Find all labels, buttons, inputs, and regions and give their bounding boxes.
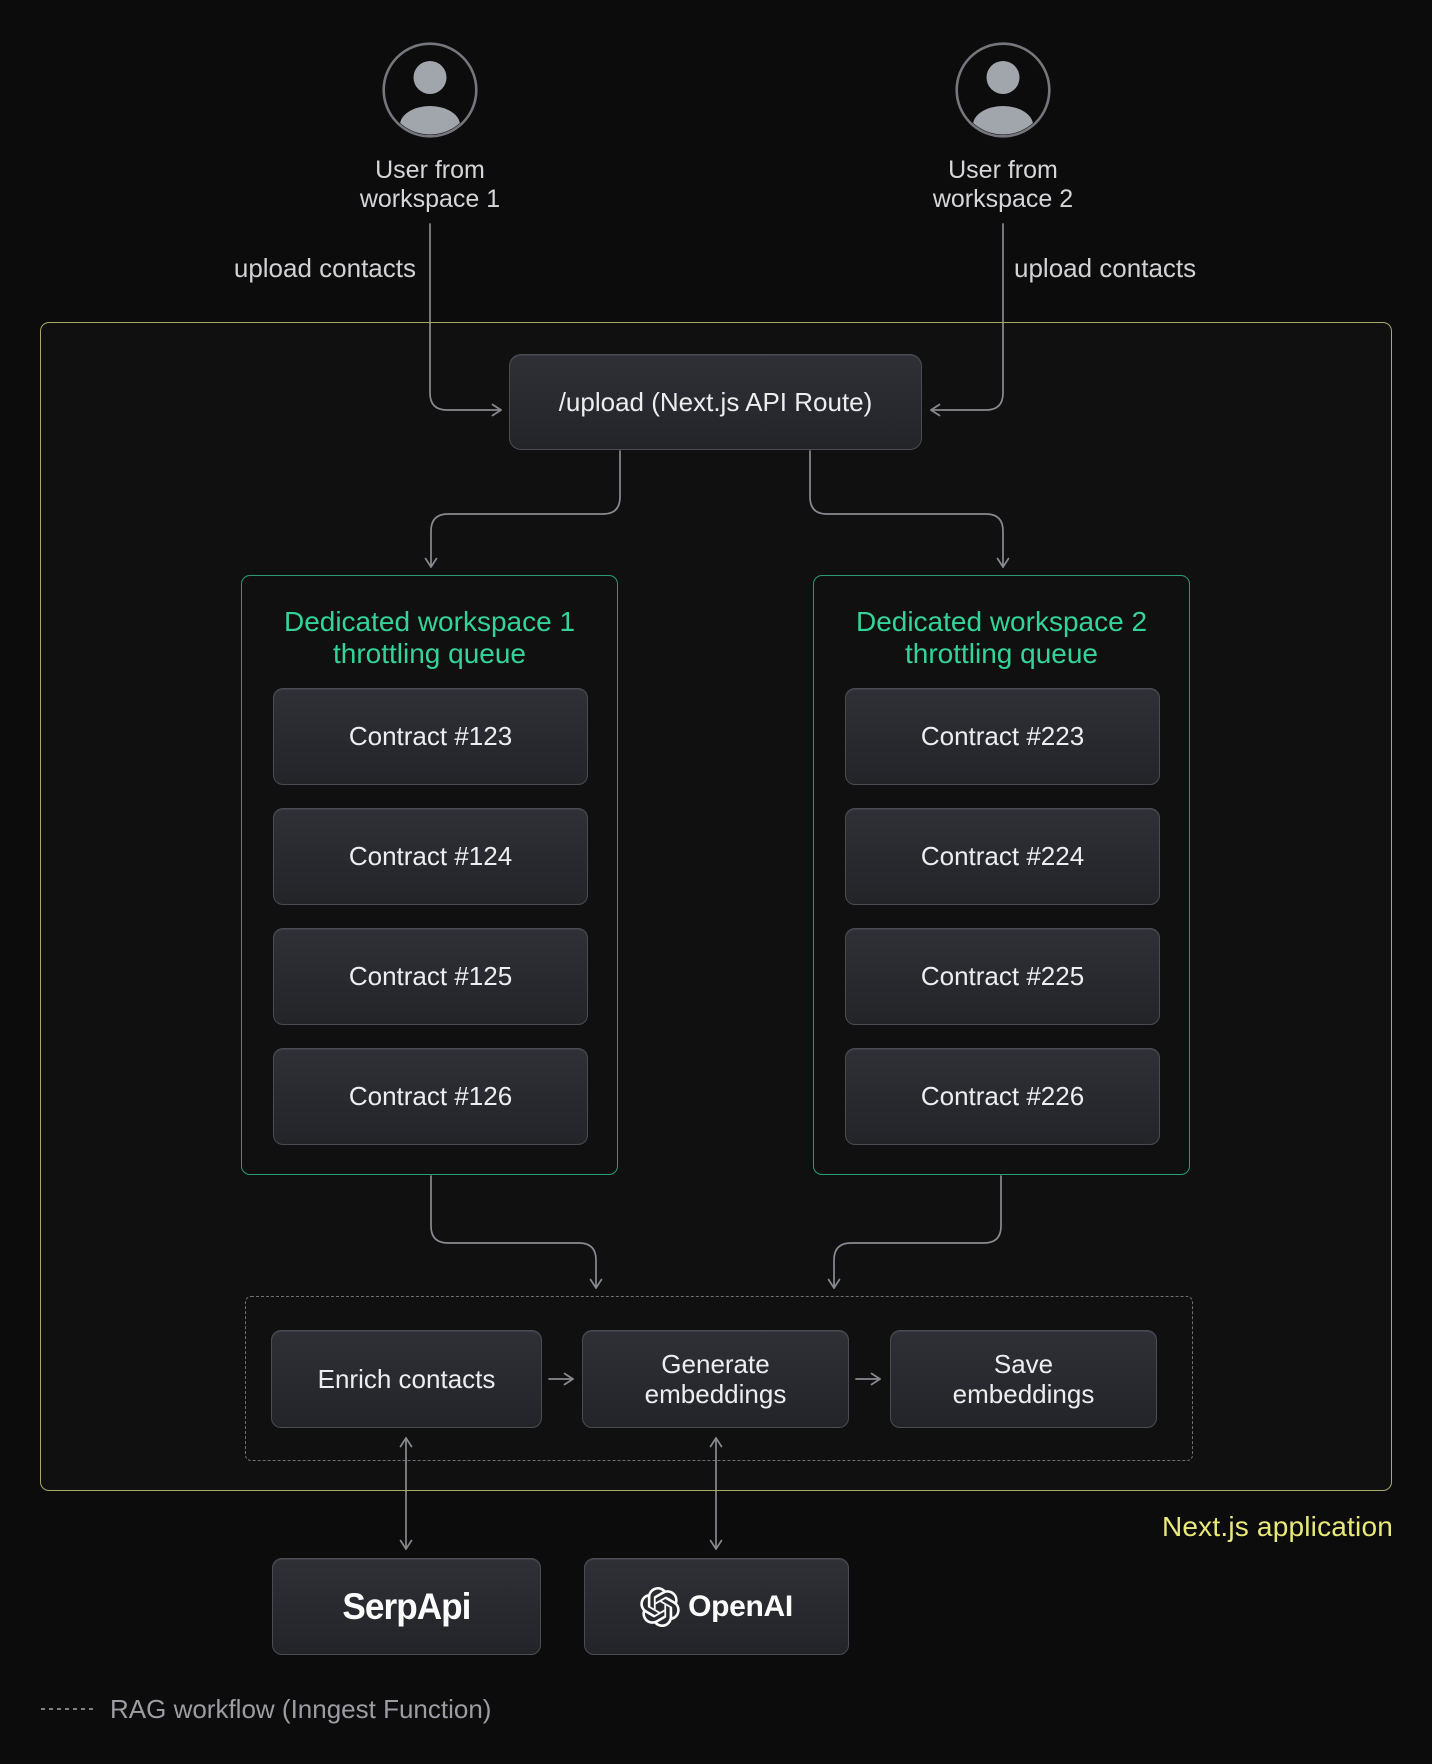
arrow-upload-to-queue2: [809, 450, 1010, 568]
arrow-queue2-to-workflow: [827, 1175, 1002, 1289]
step-enrich-contacts: Enrich contacts: [271, 1330, 542, 1428]
queue-1-item-contract-126: Contract #126: [273, 1048, 588, 1145]
arrow-queue1-to-workflow: [430, 1175, 603, 1289]
queue-2-box: Dedicated workspace 2 throttling queue C…: [813, 575, 1190, 1175]
serpapi-node: SerpApi: [272, 1558, 541, 1655]
queue-2-item-contract-224: Contract #224: [845, 808, 1160, 905]
legend: RAG workflow (Inngest Function): [41, 1694, 491, 1724]
arrow-upload-to-queue1: [424, 450, 621, 568]
edge-label-upload-contacts-1: upload contacts: [233, 253, 416, 283]
upload-api-route-node: /upload (Next.js API Route): [509, 354, 922, 450]
openai-logo-icon: [640, 1586, 680, 1627]
queue-2-title: Dedicated workspace 2 throttling queue: [855, 606, 1148, 669]
queue-2-item-contract-226: Contract #226: [845, 1048, 1160, 1145]
step-generate-embeddings: Generate embeddings: [582, 1330, 849, 1428]
nextjs-application-label: Next.js application: [1161, 1511, 1393, 1542]
legend-label: RAG workflow (Inngest Function): [110, 1694, 492, 1724]
user-2-icon: [955, 42, 1051, 138]
user-1-icon: [382, 42, 478, 138]
openai-logo-group: OpenAI: [640, 1586, 793, 1627]
nextjs-application-container: [40, 322, 1392, 1491]
queue-1-item-contract-123: Contract #123: [273, 688, 588, 785]
user-2-label: User from workspace 2: [932, 156, 1074, 213]
queue-1-item-contract-124: Contract #124: [273, 808, 588, 905]
legend-dashed-line-swatch: [41, 1708, 95, 1710]
user-1-label: User from workspace 1: [359, 156, 501, 213]
serpapi-wordmark: SerpApi: [342, 1585, 471, 1627]
arrow-user2-to-upload: [930, 223, 1004, 417]
openai-node: OpenAI: [584, 1558, 849, 1655]
queue-2-item-contract-225: Contract #225: [845, 928, 1160, 1025]
openai-wordmark: OpenAI: [688, 1589, 793, 1623]
queue-1-title: Dedicated workspace 1 throttling queue: [283, 606, 576, 669]
queue-2-item-contract-223: Contract #223: [845, 688, 1160, 785]
queue-1-item-contract-125: Contract #125: [273, 928, 588, 1025]
arrow-user1-to-upload: [429, 223, 502, 417]
edge-label-upload-contacts-2: upload contacts: [1014, 253, 1197, 283]
rag-workflow-box: [245, 1296, 1193, 1461]
queue-1-box: Dedicated workspace 1 throttling queue C…: [241, 575, 618, 1175]
step-save-embeddings: Save embeddings: [890, 1330, 1157, 1428]
